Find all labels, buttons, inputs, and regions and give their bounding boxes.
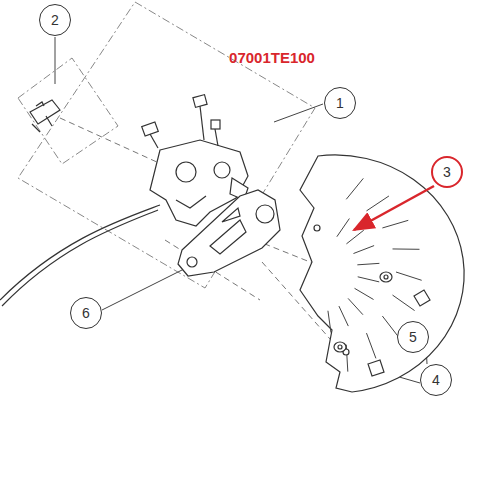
callout-number: 1 — [336, 95, 344, 111]
guard-slot — [358, 277, 379, 282]
guard-slot — [393, 295, 415, 311]
bolts — [368, 290, 430, 376]
callout-circle: 4 — [420, 364, 452, 396]
guard-slot — [339, 306, 348, 326]
callout-number: 4 — [432, 372, 440, 388]
guard-slot — [366, 196, 388, 211]
callout-number: 6 — [82, 305, 90, 321]
guard-slot — [382, 220, 408, 228]
guard-slot — [353, 246, 374, 254]
hidden-lines — [60, 118, 338, 348]
guard-slot — [328, 311, 331, 333]
guard-slot — [346, 178, 363, 199]
callout-circle: 2 — [39, 4, 71, 36]
guard-slot — [357, 263, 379, 264]
callout-circle: 5 — [397, 321, 429, 353]
callout-circle: 6 — [70, 297, 102, 329]
disc-guard — [300, 155, 464, 392]
brake-pads — [30, 100, 60, 132]
brake-hose — [0, 205, 160, 306]
washers — [334, 272, 392, 352]
guard-slot — [366, 333, 375, 358]
guard-slot — [348, 298, 363, 314]
guard-slot — [396, 272, 422, 280]
part-number: 07001TE100 — [229, 49, 315, 66]
callout-arrow — [354, 186, 434, 230]
callout-number: 2 — [51, 12, 59, 28]
guard-slot — [346, 230, 363, 244]
guard-slot — [393, 248, 420, 249]
callout-number: 3 — [443, 164, 451, 180]
callout-number: 5 — [409, 329, 417, 345]
guard-slot — [355, 288, 374, 299]
guard-slot — [337, 219, 350, 237]
group-outline — [18, 2, 315, 288]
caliper-bracket — [178, 190, 280, 276]
callout-circle: 1 — [324, 87, 356, 119]
callout-circle: 3 — [431, 156, 463, 188]
